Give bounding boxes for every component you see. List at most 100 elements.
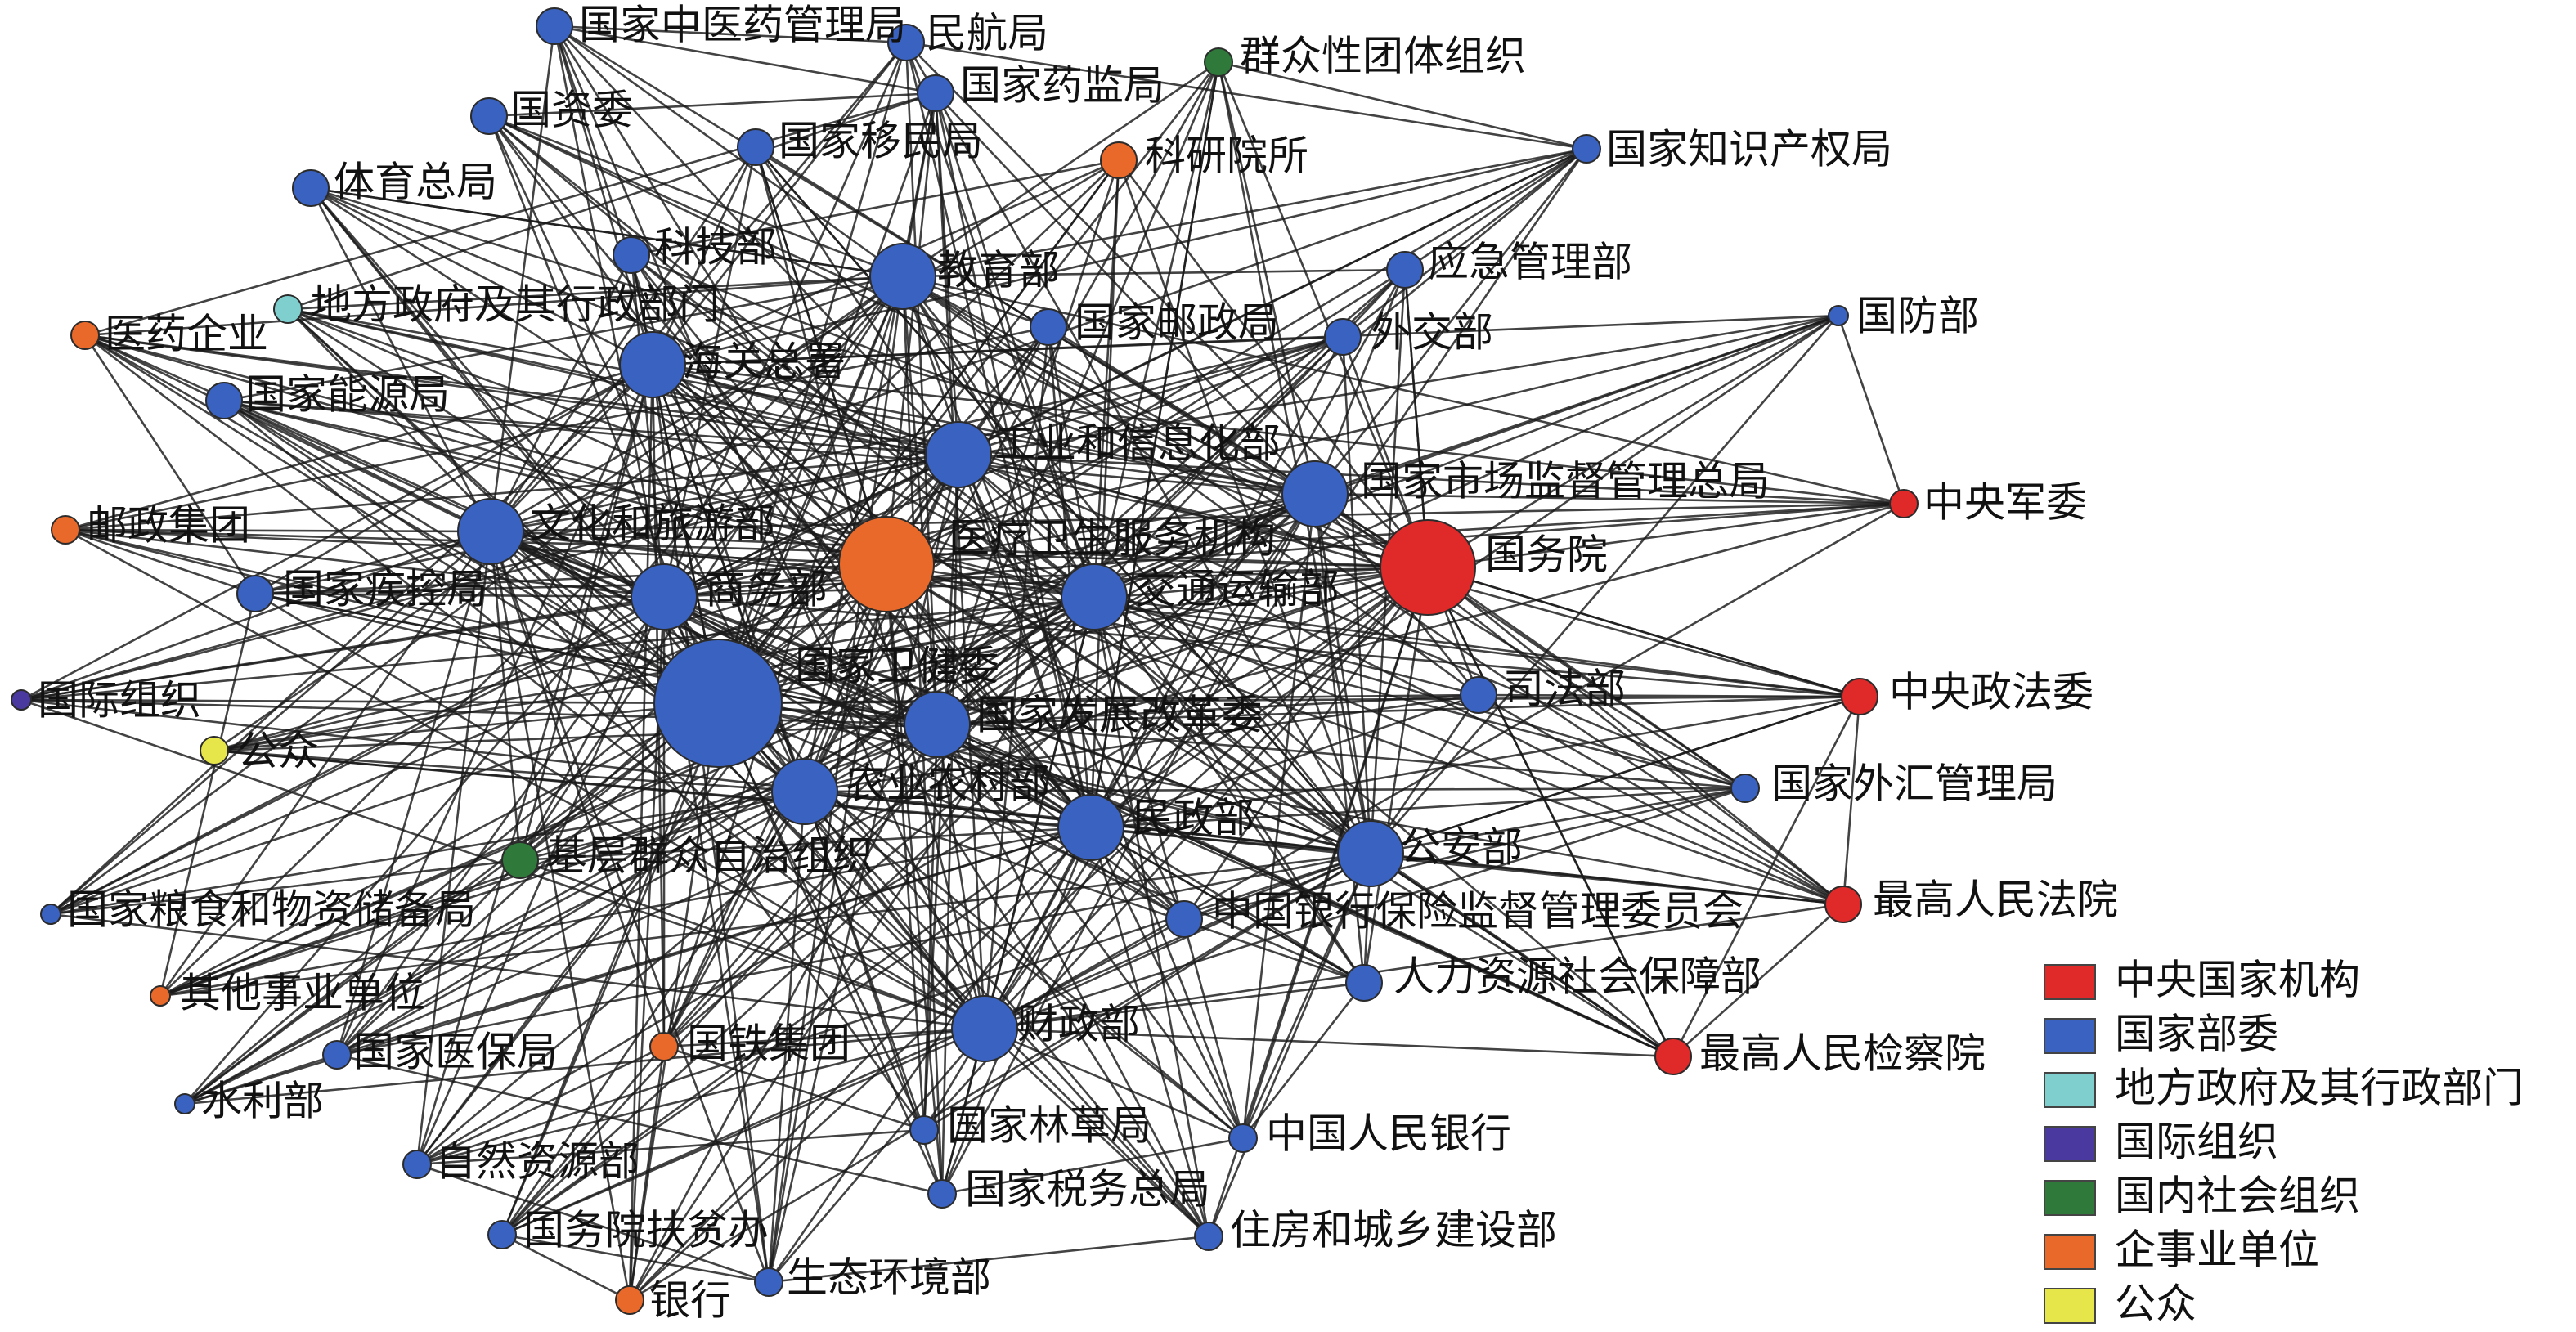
node-label: 科技部	[654, 224, 777, 271]
node-circle	[40, 904, 61, 925]
legend-label: 国内社会组织	[2115, 1173, 2360, 1220]
node-label: 体育总局	[334, 159, 497, 206]
edge	[1403, 269, 1429, 568]
edge	[20, 698, 719, 705]
edge	[416, 1163, 770, 1284]
edge	[184, 595, 1095, 1106]
edge	[1089, 269, 1407, 828]
node-layer	[11, 7, 1919, 1315]
node-circle	[613, 236, 650, 274]
edge	[904, 42, 1093, 828]
edge	[663, 493, 1316, 1047]
edge	[902, 147, 1587, 278]
node-circle	[754, 1267, 783, 1297]
node-circle	[653, 639, 783, 768]
edge	[936, 695, 1860, 726]
edge	[651, 364, 926, 1131]
node-label: 水利部	[201, 1078, 324, 1125]
edge	[1672, 696, 1861, 1057]
edge	[65, 363, 653, 531]
edge	[254, 592, 1371, 855]
edge	[629, 567, 1429, 1301]
edge	[958, 335, 1344, 456]
edge	[213, 702, 719, 752]
edge	[213, 563, 887, 752]
edge	[84, 92, 936, 337]
edge	[1427, 566, 1844, 906]
node-label: 民政部	[1132, 795, 1254, 842]
edge	[984, 502, 1905, 1030]
edge	[159, 790, 806, 998]
edge	[1217, 61, 1372, 854]
edge	[663, 335, 1344, 599]
edge	[936, 595, 1095, 726]
edge	[20, 453, 959, 702]
edge	[20, 335, 1344, 702]
node-circle	[1460, 676, 1497, 714]
edge	[553, 25, 986, 1029]
edge	[628, 702, 720, 1301]
legend-swatch	[2044, 964, 2096, 1000]
node-label: 国家林草局	[947, 1102, 1151, 1150]
node-circle	[631, 563, 698, 630]
edge	[65, 528, 665, 599]
edge	[490, 159, 1120, 533]
edge	[213, 595, 1095, 752]
node-circle	[1228, 1123, 1258, 1153]
edge	[804, 147, 1587, 793]
edge	[84, 334, 665, 599]
edge	[287, 308, 985, 1029]
node-label: 国家知识产权局	[1606, 126, 1892, 173]
node-label: 医疗卫生服务机构	[949, 515, 1276, 563]
edge	[65, 325, 1049, 531]
edge	[941, 1137, 1244, 1195]
edge	[1314, 492, 1905, 505]
node-circle	[1061, 563, 1128, 630]
edge	[935, 92, 1316, 495]
edge	[50, 913, 985, 1030]
node-circle	[1841, 678, 1878, 715]
node-circle	[927, 1179, 957, 1209]
edge	[652, 364, 887, 565]
edge	[50, 859, 521, 916]
edge	[901, 276, 1372, 854]
edge	[904, 42, 939, 725]
edge	[488, 115, 1092, 828]
edge	[254, 592, 985, 1030]
edge	[804, 787, 1746, 793]
legend-swatch	[2044, 1234, 2096, 1270]
edge	[1089, 827, 1210, 1237]
node-label: 中国银行保险监督管理委员会	[1212, 888, 1744, 935]
node-circle	[619, 331, 686, 398]
node-circle	[951, 995, 1018, 1062]
edge	[1183, 787, 1746, 921]
node-label: 公安部	[1400, 824, 1523, 872]
node-label: 住房和城乡建设部	[1230, 1207, 1557, 1254]
edge	[629, 827, 1092, 1301]
edge	[489, 531, 926, 1131]
edge	[1047, 326, 1096, 598]
edge	[489, 146, 757, 532]
edge	[902, 275, 1479, 697]
edge	[804, 790, 1244, 1140]
node-label: 应急管理部	[1428, 239, 1632, 286]
edge	[416, 852, 1371, 1166]
node-circle	[909, 1115, 939, 1145]
edge	[184, 454, 959, 1105]
edge	[223, 399, 985, 1030]
node-label: 国防部	[1856, 293, 1979, 340]
legend-label: 中央国家机构	[2115, 957, 2360, 1004]
edge	[50, 364, 653, 915]
node-label: 文化和旅游部	[530, 500, 775, 548]
edge	[415, 596, 666, 1165]
edge	[1093, 61, 1220, 598]
edge	[984, 1027, 1244, 1140]
edge	[886, 563, 1371, 855]
node-label: 地方政府及其行政部门	[311, 281, 720, 329]
edge	[1478, 693, 1860, 698]
edge	[957, 454, 1186, 920]
node-circle	[487, 1220, 517, 1249]
legend-swatch	[2044, 1126, 2096, 1162]
node-circle	[205, 382, 243, 419]
node-circle	[869, 243, 936, 310]
